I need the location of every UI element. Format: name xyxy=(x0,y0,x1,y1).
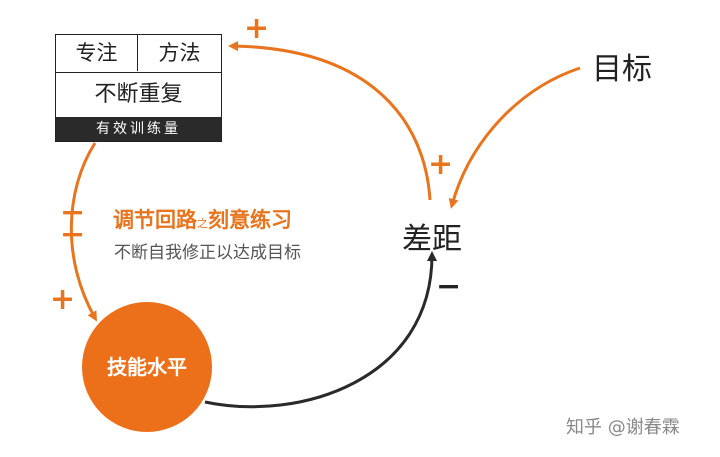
minus-sign-left-lower: − xyxy=(60,217,86,252)
method-label: 方法 xyxy=(158,41,201,65)
loop-title-part1: 调节回路 xyxy=(113,208,197,232)
plus-sign-top: + xyxy=(244,11,270,46)
loop-title: 调节回路之刻意练习 xyxy=(113,204,292,234)
loop-subtitle: 不断自我修正以达成目标 xyxy=(114,243,301,263)
arrow-method-to-skill xyxy=(69,142,97,322)
arrow-gap-to-method xyxy=(228,41,432,201)
arrow-target-to-gap xyxy=(448,66,581,209)
arrow-skill-to-gap xyxy=(204,251,437,409)
focus-label: 专注 xyxy=(56,35,138,71)
practice-factors-box: 专注 方法 不断重复 有效训练量 xyxy=(55,34,222,142)
loop-title-connector: 之 xyxy=(197,217,208,230)
loop-title-part2: 刻意练习 xyxy=(208,208,292,232)
skill-level-node: 技能水平 xyxy=(82,302,212,432)
gap-label: 差距 xyxy=(402,222,462,257)
plus-sign-skill: + xyxy=(50,282,76,317)
repeat-label: 不断重复 xyxy=(94,82,183,107)
box-top-row: 专注 方法 xyxy=(56,35,221,73)
plus-sign-target: + xyxy=(428,147,454,182)
minus-sign-left-upper: − xyxy=(60,195,86,230)
skill-level-label: 技能水平 xyxy=(107,355,187,379)
practice-volume-label: 有效训练量 xyxy=(56,117,221,141)
target-label: 目标 xyxy=(592,52,652,87)
watermark: 知乎 @谢春霖 xyxy=(566,417,680,438)
minus-sign-gap: − xyxy=(436,269,462,304)
